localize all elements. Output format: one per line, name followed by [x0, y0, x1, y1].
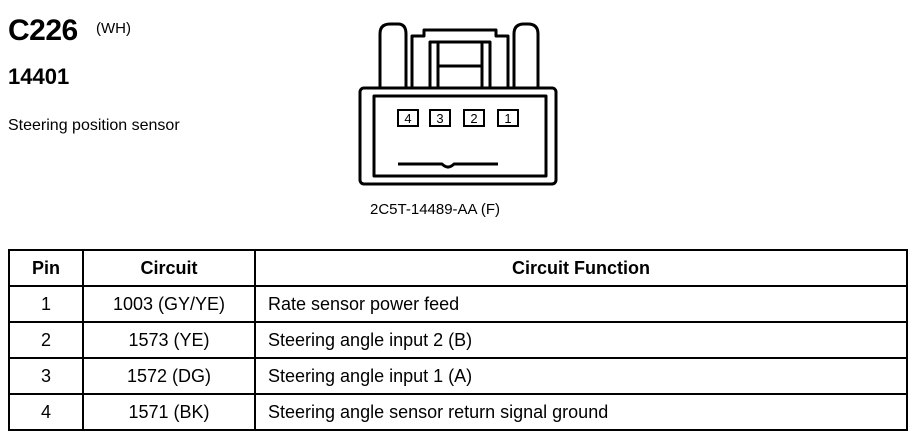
connector-body: [358, 86, 558, 186]
column-header-circuit: Circuit: [82, 249, 256, 287]
upper-shroud: [410, 28, 510, 88]
function-cell: Steering angle input 2 (B): [254, 321, 908, 359]
description: Steering position sensor: [8, 117, 180, 134]
circuit-cell: 1571 (BK): [82, 393, 256, 431]
pin-label: 4: [404, 111, 411, 126]
function-cell: Rate sensor power feed: [254, 285, 908, 323]
table-row: 1 1003 (GY/YE) Rate sensor power feed: [8, 285, 908, 323]
table-row: 3 1572 (DG) Steering angle input 1 (A): [8, 357, 908, 395]
pin-label: 2: [470, 111, 477, 126]
connector-id: C226: [8, 14, 78, 47]
column-header-function: Circuit Function: [254, 249, 908, 287]
right-latch: [512, 22, 540, 88]
pin-cavities: 4 3 2 1: [397, 109, 519, 127]
connector-face-diagram: 4 3 2 1: [358, 22, 558, 186]
table-header-row: Pin Circuit Circuit Function: [8, 249, 908, 287]
connector-part-label: 2C5T-14489-AA (F): [370, 201, 501, 218]
pin-cell: 3: [8, 357, 84, 395]
circuit-cell: 1572 (DG): [82, 357, 256, 395]
circuit-cell: 1003 (GY/YE): [82, 285, 256, 323]
pinout-table: Pin Circuit Circuit Function 1 1003 (GY/…: [8, 249, 908, 431]
table-row: 2 1573 (YE) Steering angle input 2 (B): [8, 321, 908, 359]
pin-cell: 4: [8, 393, 84, 431]
function-cell: Steering angle sensor return signal grou…: [254, 393, 908, 431]
circuit-cell: 1573 (YE): [82, 321, 256, 359]
pin-label: 3: [436, 111, 443, 126]
pin-cell: 1: [8, 285, 84, 323]
connector-color: (WH): [96, 20, 131, 37]
pin-cell: 2: [8, 321, 84, 359]
part-number: 14401: [8, 64, 70, 89]
function-cell: Steering angle input 1 (A): [254, 357, 908, 395]
column-header-pin: Pin: [8, 249, 84, 287]
table-row: 4 1571 (BK) Steering angle sensor return…: [8, 393, 908, 431]
left-latch: [378, 22, 408, 88]
pin-label: 1: [504, 111, 511, 126]
